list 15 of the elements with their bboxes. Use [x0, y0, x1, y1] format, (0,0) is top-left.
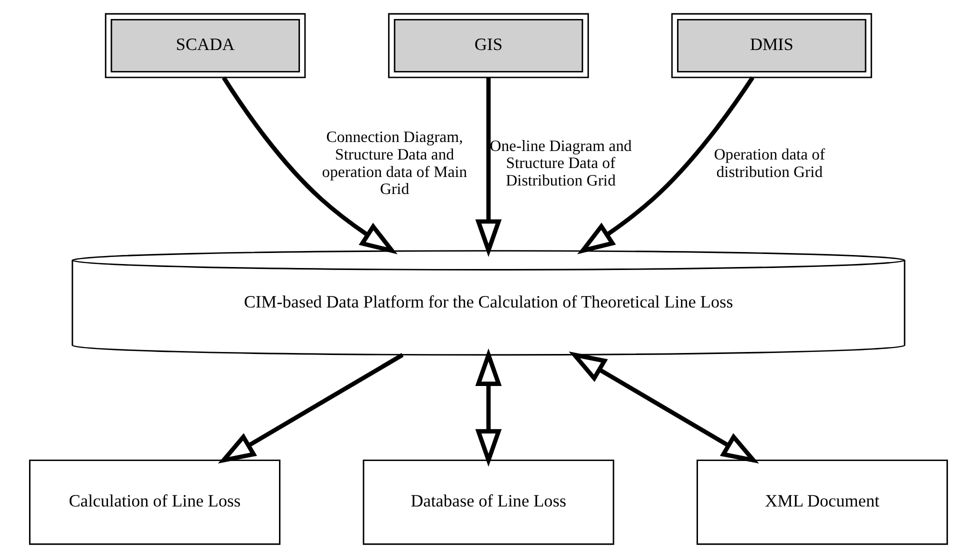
edge-label: One-line Diagram and Structure Data of Distribution Grid: [489, 138, 632, 190]
arrow: [217, 353, 404, 464]
edge-label: Connection Diagram, Structure Data and operation data of Main Grid: [322, 129, 467, 198]
node-box: DMIS: [670, 13, 872, 78]
arrow: [568, 352, 759, 464]
arrow: [474, 78, 502, 257]
edge-label: Operation data of distribution Grid: [713, 146, 825, 181]
arrow: [474, 348, 502, 467]
node-box: SCADA: [104, 13, 306, 78]
node-box: Calculation of Line Loss: [28, 460, 280, 545]
node-box: GIS: [388, 13, 588, 78]
arrow: [576, 76, 754, 254]
node-box: XML Document: [696, 460, 948, 545]
node-box: Database of Line Loss: [362, 460, 614, 545]
arrow: [221, 76, 398, 254]
